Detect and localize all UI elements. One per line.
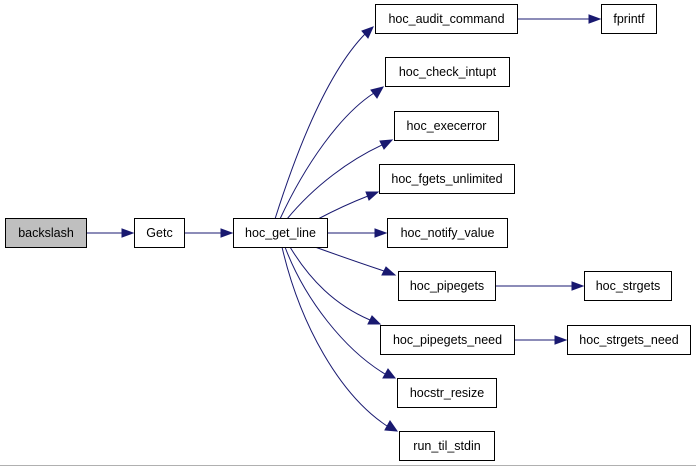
node-getc-label: Getc [146,226,172,240]
edge-hoc-get-line-hoc-notify-value-arrowhead [374,228,388,238]
edge-hoc-get-line-hoc-pipegets-need [289,246,371,321]
node-backslash[interactable]: backslash [5,218,87,248]
edge-hoc-get-line-hoc-fgets-unlimited [317,195,369,220]
node-hoc-notify-value-label: hoc_notify_value [401,226,495,240]
edges [86,14,602,432]
edge-hoc-get-line-run-til-stdin [281,246,388,427]
node-run-til-stdin-label: run_til_stdin [413,439,480,453]
node-hoc-check-intupt-label: hoc_check_intupt [399,65,497,79]
node-hoc-fgets-unlimited[interactable]: hoc_fgets_unlimited [379,164,515,194]
nodes: backslash Getc hoc_get_line hoc_audit_co… [5,4,691,461]
node-backslash-label: backslash [18,226,74,240]
edge-hoc-get-line-run-til-stdin-arrowhead [384,420,399,432]
node-hoc-strgets[interactable]: hoc_strgets [584,271,672,301]
node-getc[interactable]: Getc [134,218,185,248]
node-hoc-pipegets[interactable]: hoc_pipegets [398,271,496,301]
node-hoc-strgets-label: hoc_strgets [596,279,661,293]
node-hocstr-resize-label: hocstr_resize [410,386,484,400]
edge-hoc-get-line-hoc-pipegets-need-arrowhead [367,315,382,325]
edge-hoc-get-line-hoc-pipegets [314,246,385,272]
edge-hoc-get-line-hoc-fgets-unlimited-arrowhead [365,191,380,201]
node-fprintf[interactable]: fprintf [601,4,657,34]
edge-hoc-get-line-hoc-audit-command [274,33,366,220]
node-hoc-get-line-label: hoc_get_line [245,226,316,240]
node-hoc-pipegets-need-label: hoc_pipegets_need [393,333,502,347]
edge-hoc-get-line-hoc-check-intupt [279,92,375,220]
edge-hoc-get-line-hoc-pipegets-arrowhead [381,266,397,276]
edge-hoc-get-line-hoc-check-intupt-arrowhead [370,86,384,99]
edge-hoc-get-line-hoc-execerror-arrowhead [379,139,394,150]
edge-hoc-pipegets-need-hoc-strgets-need-arrowhead [554,335,568,345]
node-hoc-execerror[interactable]: hoc_execerror [394,111,499,141]
node-run-til-stdin[interactable]: run_til_stdin [399,431,495,461]
edge-getc-hoc-get-line-arrowhead [220,228,234,238]
edge-hoc-audit-command-fprintf-arrowhead [588,14,602,24]
node-fprintf-label: fprintf [613,12,645,26]
edge-hoc-get-line-hoc-execerror [286,144,383,220]
node-hoc-audit-command-label: hoc_audit_command [388,12,504,26]
node-hoc-audit-command[interactable]: hoc_audit_command [375,4,518,34]
node-hoc-notify-value[interactable]: hoc_notify_value [387,218,508,248]
edge-backslash-getc-arrowhead [121,228,135,238]
node-hocstr-resize[interactable]: hocstr_resize [397,378,497,408]
edge-hoc-pipegets-hoc-strgets-arrowhead [571,281,585,291]
edge-hoc-get-line-hocstr-resize-arrowhead [382,368,397,379]
node-hoc-fgets-unlimited-label: hoc_fgets_unlimited [391,172,502,186]
node-hoc-check-intupt[interactable]: hoc_check_intupt [385,57,510,87]
node-hoc-get-line[interactable]: hoc_get_line [233,218,328,248]
node-hoc-execerror-label: hoc_execerror [407,119,487,133]
node-hoc-strgets-need[interactable]: hoc_strgets_need [567,325,691,355]
node-hoc-pipegets-label: hoc_pipegets [410,279,484,293]
edge-hoc-get-line-hoc-audit-command-arrowhead [361,26,374,39]
node-hoc-pipegets-need[interactable]: hoc_pipegets_need [380,325,515,355]
node-hoc-strgets-need-label: hoc_strgets_need [579,333,678,347]
edge-hoc-get-line-hocstr-resize [284,246,386,375]
